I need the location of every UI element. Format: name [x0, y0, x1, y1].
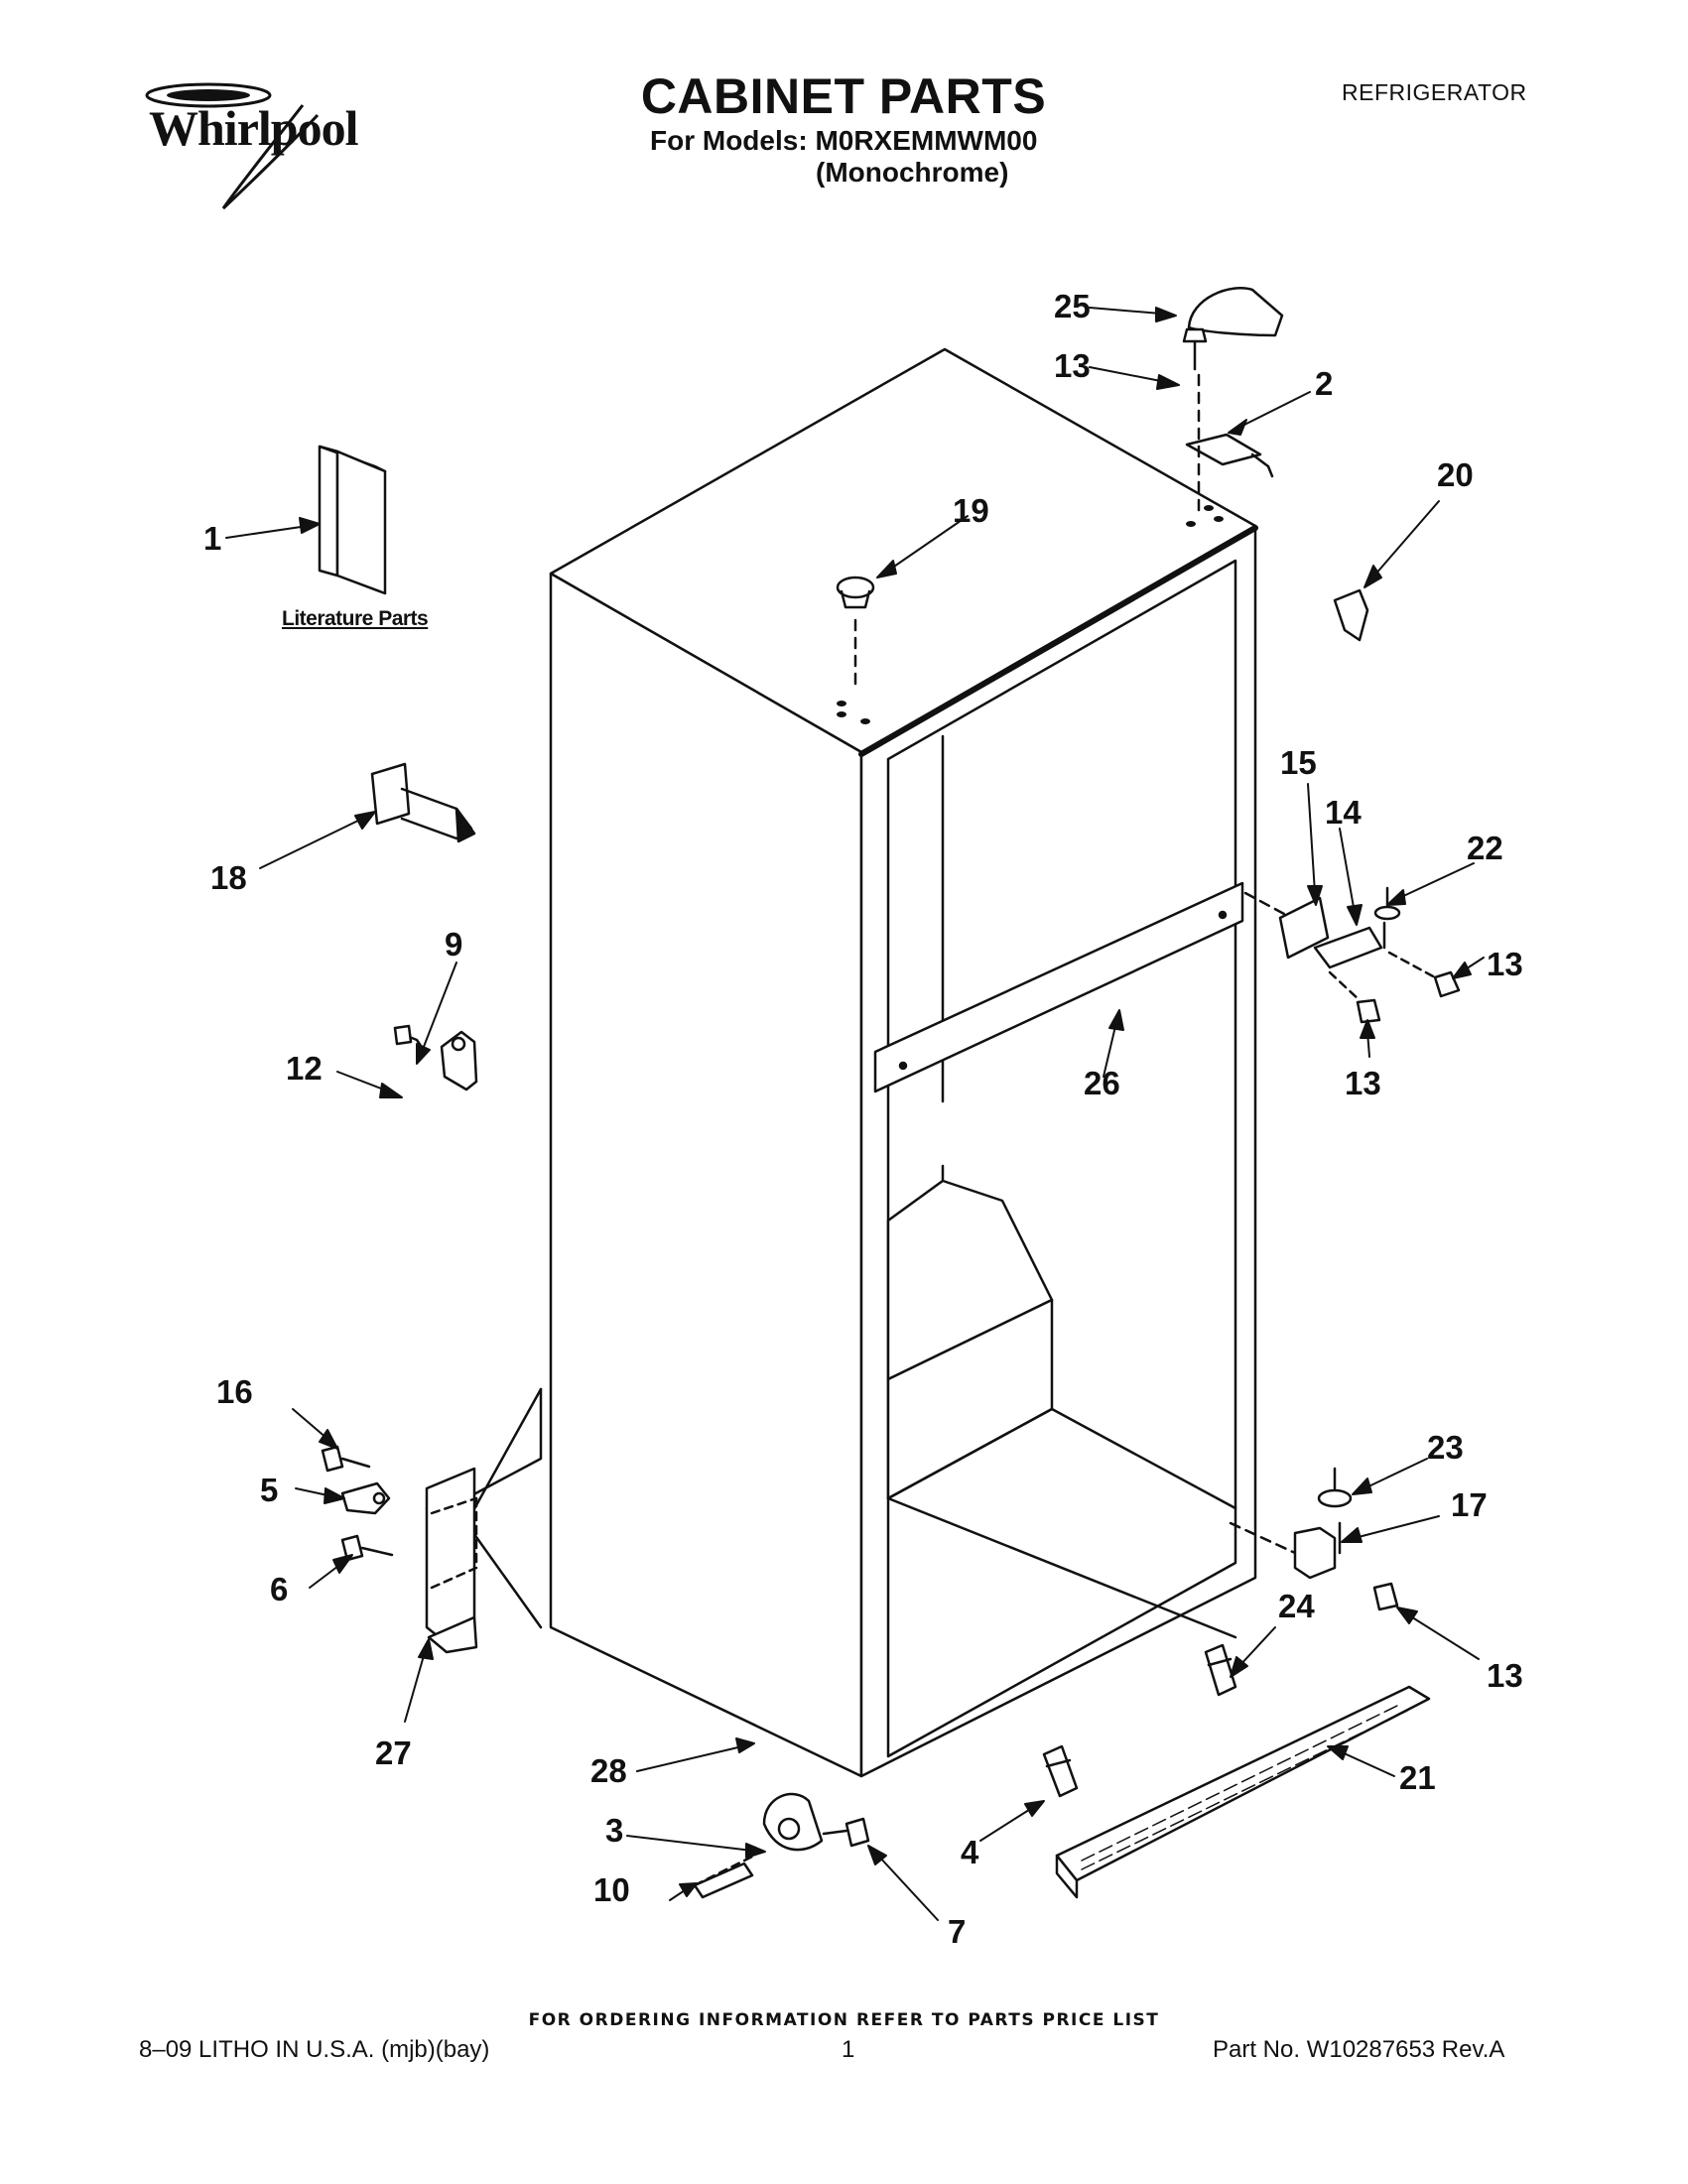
callout-7: 7 — [948, 1913, 967, 1950]
callout-3: 3 — [605, 1812, 624, 1849]
callout-12: 12 — [286, 1050, 323, 1087]
callout-19: 19 — [953, 492, 989, 529]
callout-1: 1 — [203, 520, 222, 557]
door-stop-part — [370, 762, 476, 843]
bottom-grille — [1055, 1685, 1431, 1899]
models-line: For Models: M0RXEMMWM00 — [650, 125, 1038, 156]
callout-23: 23 — [1427, 1429, 1464, 1466]
lower-left-bracket-assembly — [321, 1387, 543, 1654]
callout-18: 18 — [210, 859, 247, 896]
callout-13: 13 — [1487, 1657, 1523, 1694]
cabinet-body — [549, 347, 1258, 1778]
callout-2: 2 — [1315, 365, 1334, 402]
callout-26: 26 — [1084, 1065, 1120, 1101]
logo-swirl — [145, 82, 320, 210]
callout-6: 6 — [270, 1571, 289, 1607]
grille-clip-part-4 — [1042, 1744, 1079, 1798]
cap-part — [1187, 287, 1284, 337]
roller-assembly — [693, 1792, 870, 1899]
plug-part — [836, 576, 875, 687]
hinge-cover-part — [1333, 588, 1369, 642]
callout-16: 16 — [216, 1373, 253, 1410]
upper-left-hinge-part — [393, 1024, 478, 1092]
top-hinge-assembly — [1182, 327, 1274, 518]
callout-21: 21 — [1399, 1759, 1436, 1796]
category-label: REFRIGERATOR — [1342, 79, 1527, 105]
callout-13: 13 — [1345, 1065, 1381, 1101]
ordering-note: FOR ORDERING INFORMATION REFER TO PARTS … — [528, 2010, 1160, 2030]
callout-20: 20 — [1437, 456, 1474, 493]
callout-25: 25 — [1054, 288, 1091, 324]
whirlpool-logo: Whirlpool — [129, 77, 387, 216]
literature-parts-label: Literature Parts — [282, 607, 429, 630]
callout-28: 28 — [590, 1752, 627, 1789]
evaporator-cover — [886, 1179, 1237, 1639]
callout-24: 24 — [1278, 1588, 1315, 1624]
callout-13: 13 — [1054, 347, 1091, 384]
callout-15: 15 — [1280, 744, 1317, 781]
callout-14: 14 — [1325, 794, 1362, 831]
callout-22: 22 — [1467, 830, 1503, 866]
page-number: 1 — [842, 2036, 855, 2063]
literature-book — [318, 445, 387, 595]
callout-10: 10 — [593, 1871, 630, 1908]
litho-line: 8–09 LITHO IN U.S.A. (mjb)(bay) — [139, 2036, 490, 2063]
callout-4: 4 — [961, 1834, 979, 1870]
part-number: Part No. W10287653 Rev.A — [1213, 2036, 1505, 2063]
models-subtitle: (Monochrome) — [816, 157, 1009, 188]
page-title: CABINET PARTS — [640, 68, 1047, 124]
center-hinge-assembly — [1243, 886, 1461, 1024]
logo-wordmark: Whirlpool — [149, 100, 358, 156]
grille-clip-part-24 — [1204, 1643, 1237, 1697]
lower-right-hinge-assembly — [1229, 1467, 1399, 1611]
cabinet-top-holes — [837, 505, 1224, 724]
mullion-bar — [873, 881, 1244, 1093]
callout-9: 9 — [445, 926, 463, 963]
leader-arrows — [225, 307, 1485, 1921]
callout-13: 13 — [1487, 946, 1523, 982]
callout-5: 5 — [260, 1472, 279, 1508]
callout-27: 27 — [375, 1734, 412, 1771]
callout-17: 17 — [1451, 1486, 1488, 1523]
